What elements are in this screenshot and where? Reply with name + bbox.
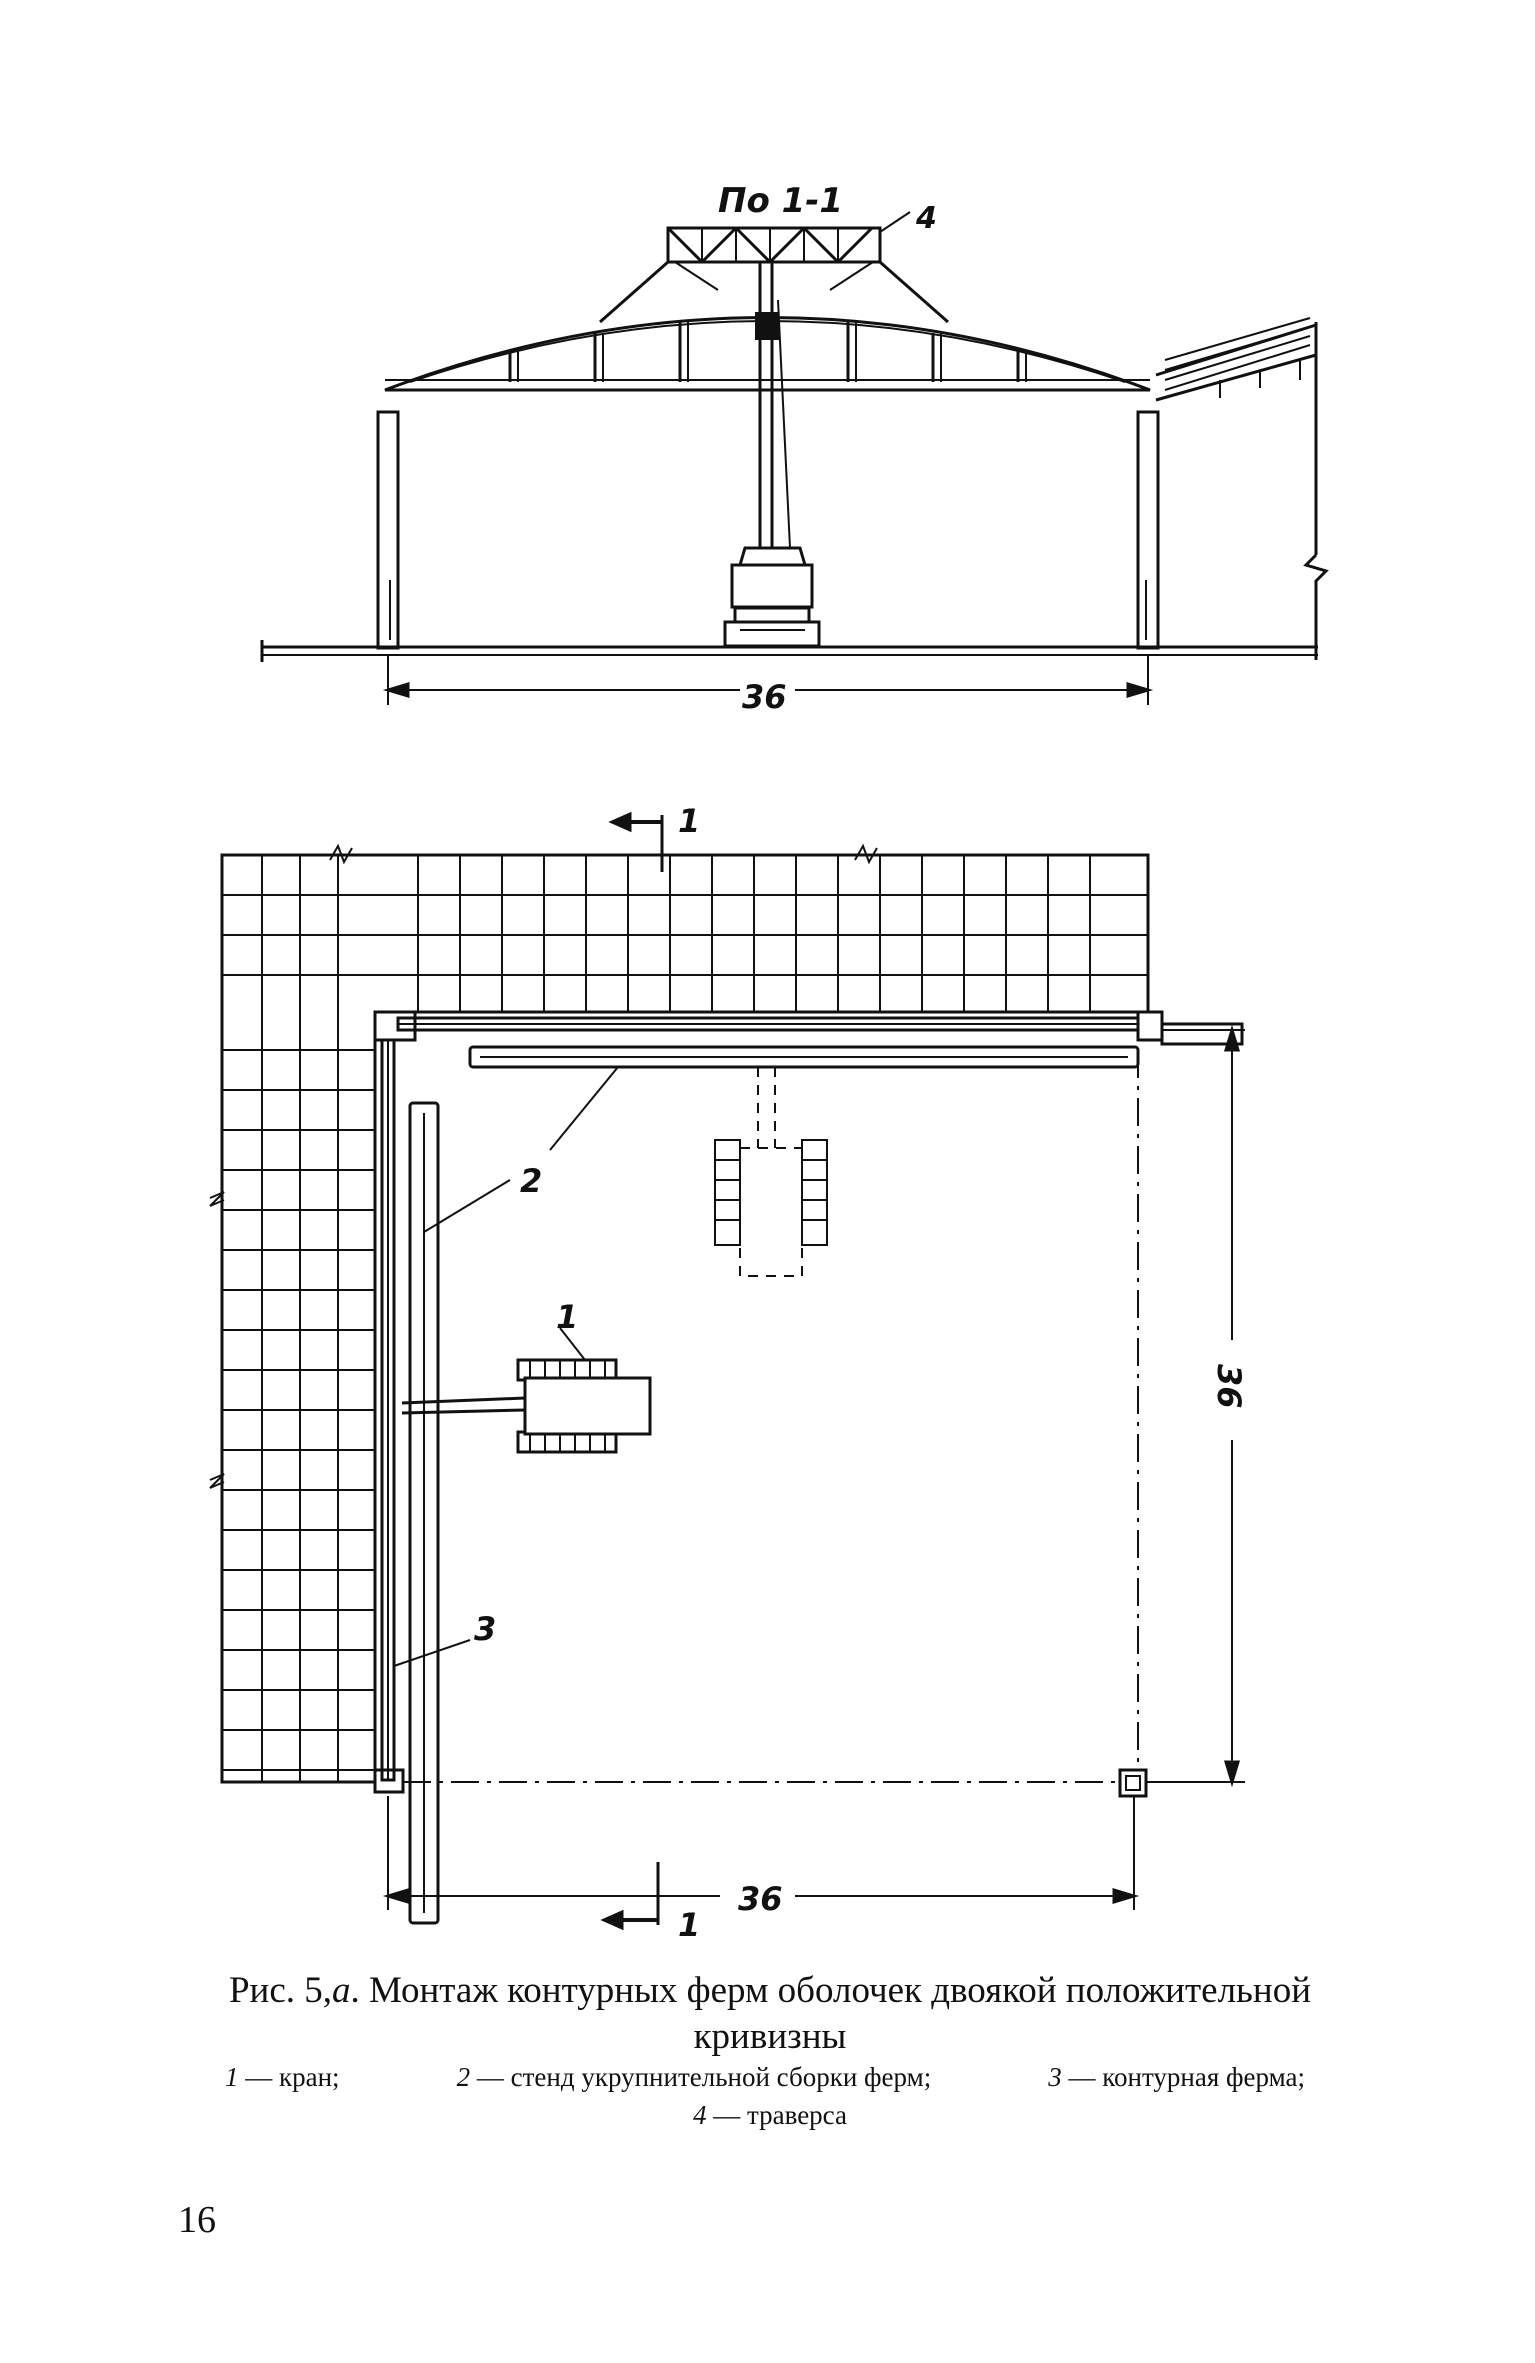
crane-plan xyxy=(401,1358,652,1454)
assembly-stand-top xyxy=(468,1045,1140,1069)
crane-elevation xyxy=(723,262,821,648)
contour-truss-top xyxy=(373,1010,1244,1046)
contour-truss-left xyxy=(373,1038,405,1794)
label-truss: 3 xyxy=(474,1610,496,1648)
plan-depth-label: 36 xyxy=(1210,1364,1248,1409)
axis-lines xyxy=(403,1050,1139,1783)
figure-caption: Рис. 5,а. Монтаж контурных ферм оболочек… xyxy=(228,1970,1312,2057)
page-number: 16 xyxy=(178,2199,216,2241)
section-mark-top-label: 1 xyxy=(678,802,700,840)
section-mark-bottom xyxy=(600,1862,660,1931)
section-label: По 1-1 xyxy=(718,181,843,221)
section-mark-top xyxy=(608,811,664,872)
contour-truss-elevation xyxy=(384,316,1151,392)
label-traverse: 4 xyxy=(915,201,937,236)
figure-legend-line2: 4 — траверса xyxy=(150,2096,1390,2134)
elevation-view xyxy=(260,211,1329,705)
plan-view xyxy=(209,811,1245,1931)
right-column xyxy=(1136,410,1160,650)
label-stand: 2 xyxy=(520,1162,542,1200)
section-mark-bottom-label: 1 xyxy=(678,1906,700,1944)
legend-item-truss: 3 — контурная ферма; xyxy=(1048,2062,1305,2092)
traverse xyxy=(599,211,949,324)
crane-alternate-position xyxy=(739,1067,803,1277)
legend-item-stand: 2 — стенд укрупнительной сборки ферм; xyxy=(456,2062,932,2092)
crane-alternate-tracks xyxy=(714,1139,828,1246)
plan-width-label: 36 xyxy=(738,1880,783,1918)
completed-roof-grid xyxy=(220,853,1150,1784)
legend-item-crane: 1 — кран; xyxy=(225,2062,340,2092)
legend-item-traverse: 4 — траверса xyxy=(693,2100,847,2130)
elevation-dimension xyxy=(382,655,1154,705)
column-marker xyxy=(1118,1768,1148,1798)
assembly-stand-left xyxy=(408,1101,440,1925)
figure-legend-line1: 1 — кран; 2 — стенд укрупнительной сборк… xyxy=(225,2058,1305,2096)
plan-dimension-vertical xyxy=(1146,1024,1245,1788)
elevation-span-label: 36 xyxy=(742,678,787,716)
label-crane: 1 xyxy=(556,1298,578,1336)
plan-dimension-horizontal xyxy=(382,1796,1140,1910)
left-column xyxy=(376,410,400,650)
